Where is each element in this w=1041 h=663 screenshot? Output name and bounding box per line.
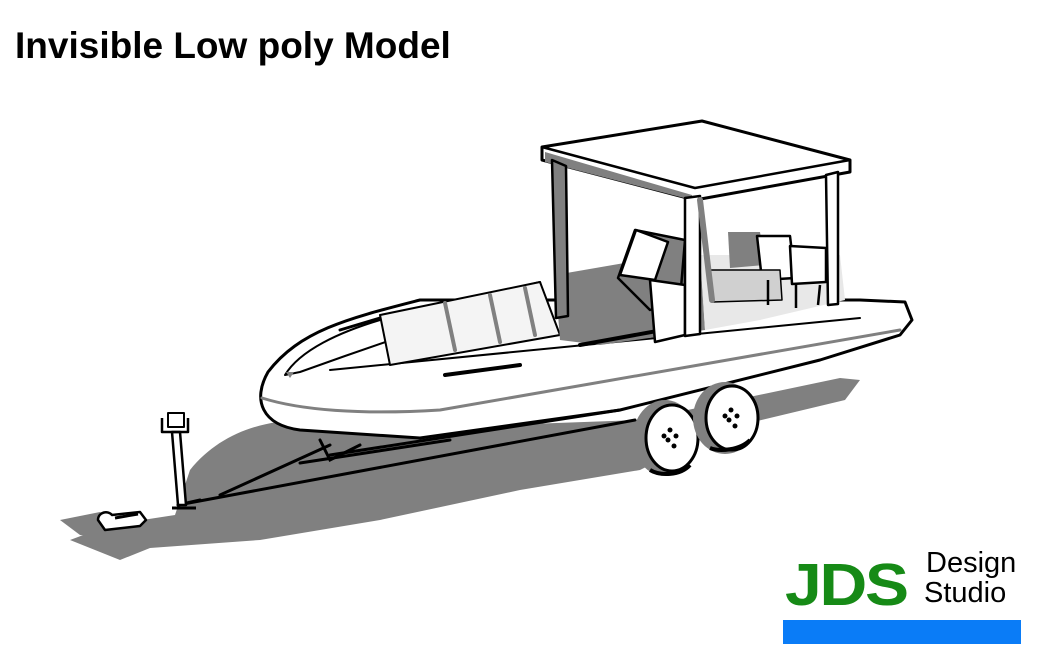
trailer-wheels	[633, 382, 760, 476]
logo-mark: JDS	[785, 552, 909, 618]
trailer-frame	[176, 408, 637, 507]
t-top	[540, 119, 852, 338]
logo-wordmark: Design Studio	[924, 547, 1017, 609]
leaning-post-seats	[709, 232, 828, 308]
wheel-hub-front	[661, 427, 679, 449]
jds-design-studio-logo: JDS Design Studio	[783, 545, 1023, 645]
helm-console	[616, 228, 687, 344]
logo-bar	[783, 620, 1021, 644]
logo-line-design: Design	[926, 547, 1017, 579]
wheel-hub-rear	[722, 407, 740, 429]
page-title: Invisible Low poly Model	[15, 25, 451, 66]
trailer-jack	[160, 412, 196, 510]
hitch-coupler	[96, 510, 148, 532]
logo-line-studio: Studio	[924, 577, 1007, 609]
